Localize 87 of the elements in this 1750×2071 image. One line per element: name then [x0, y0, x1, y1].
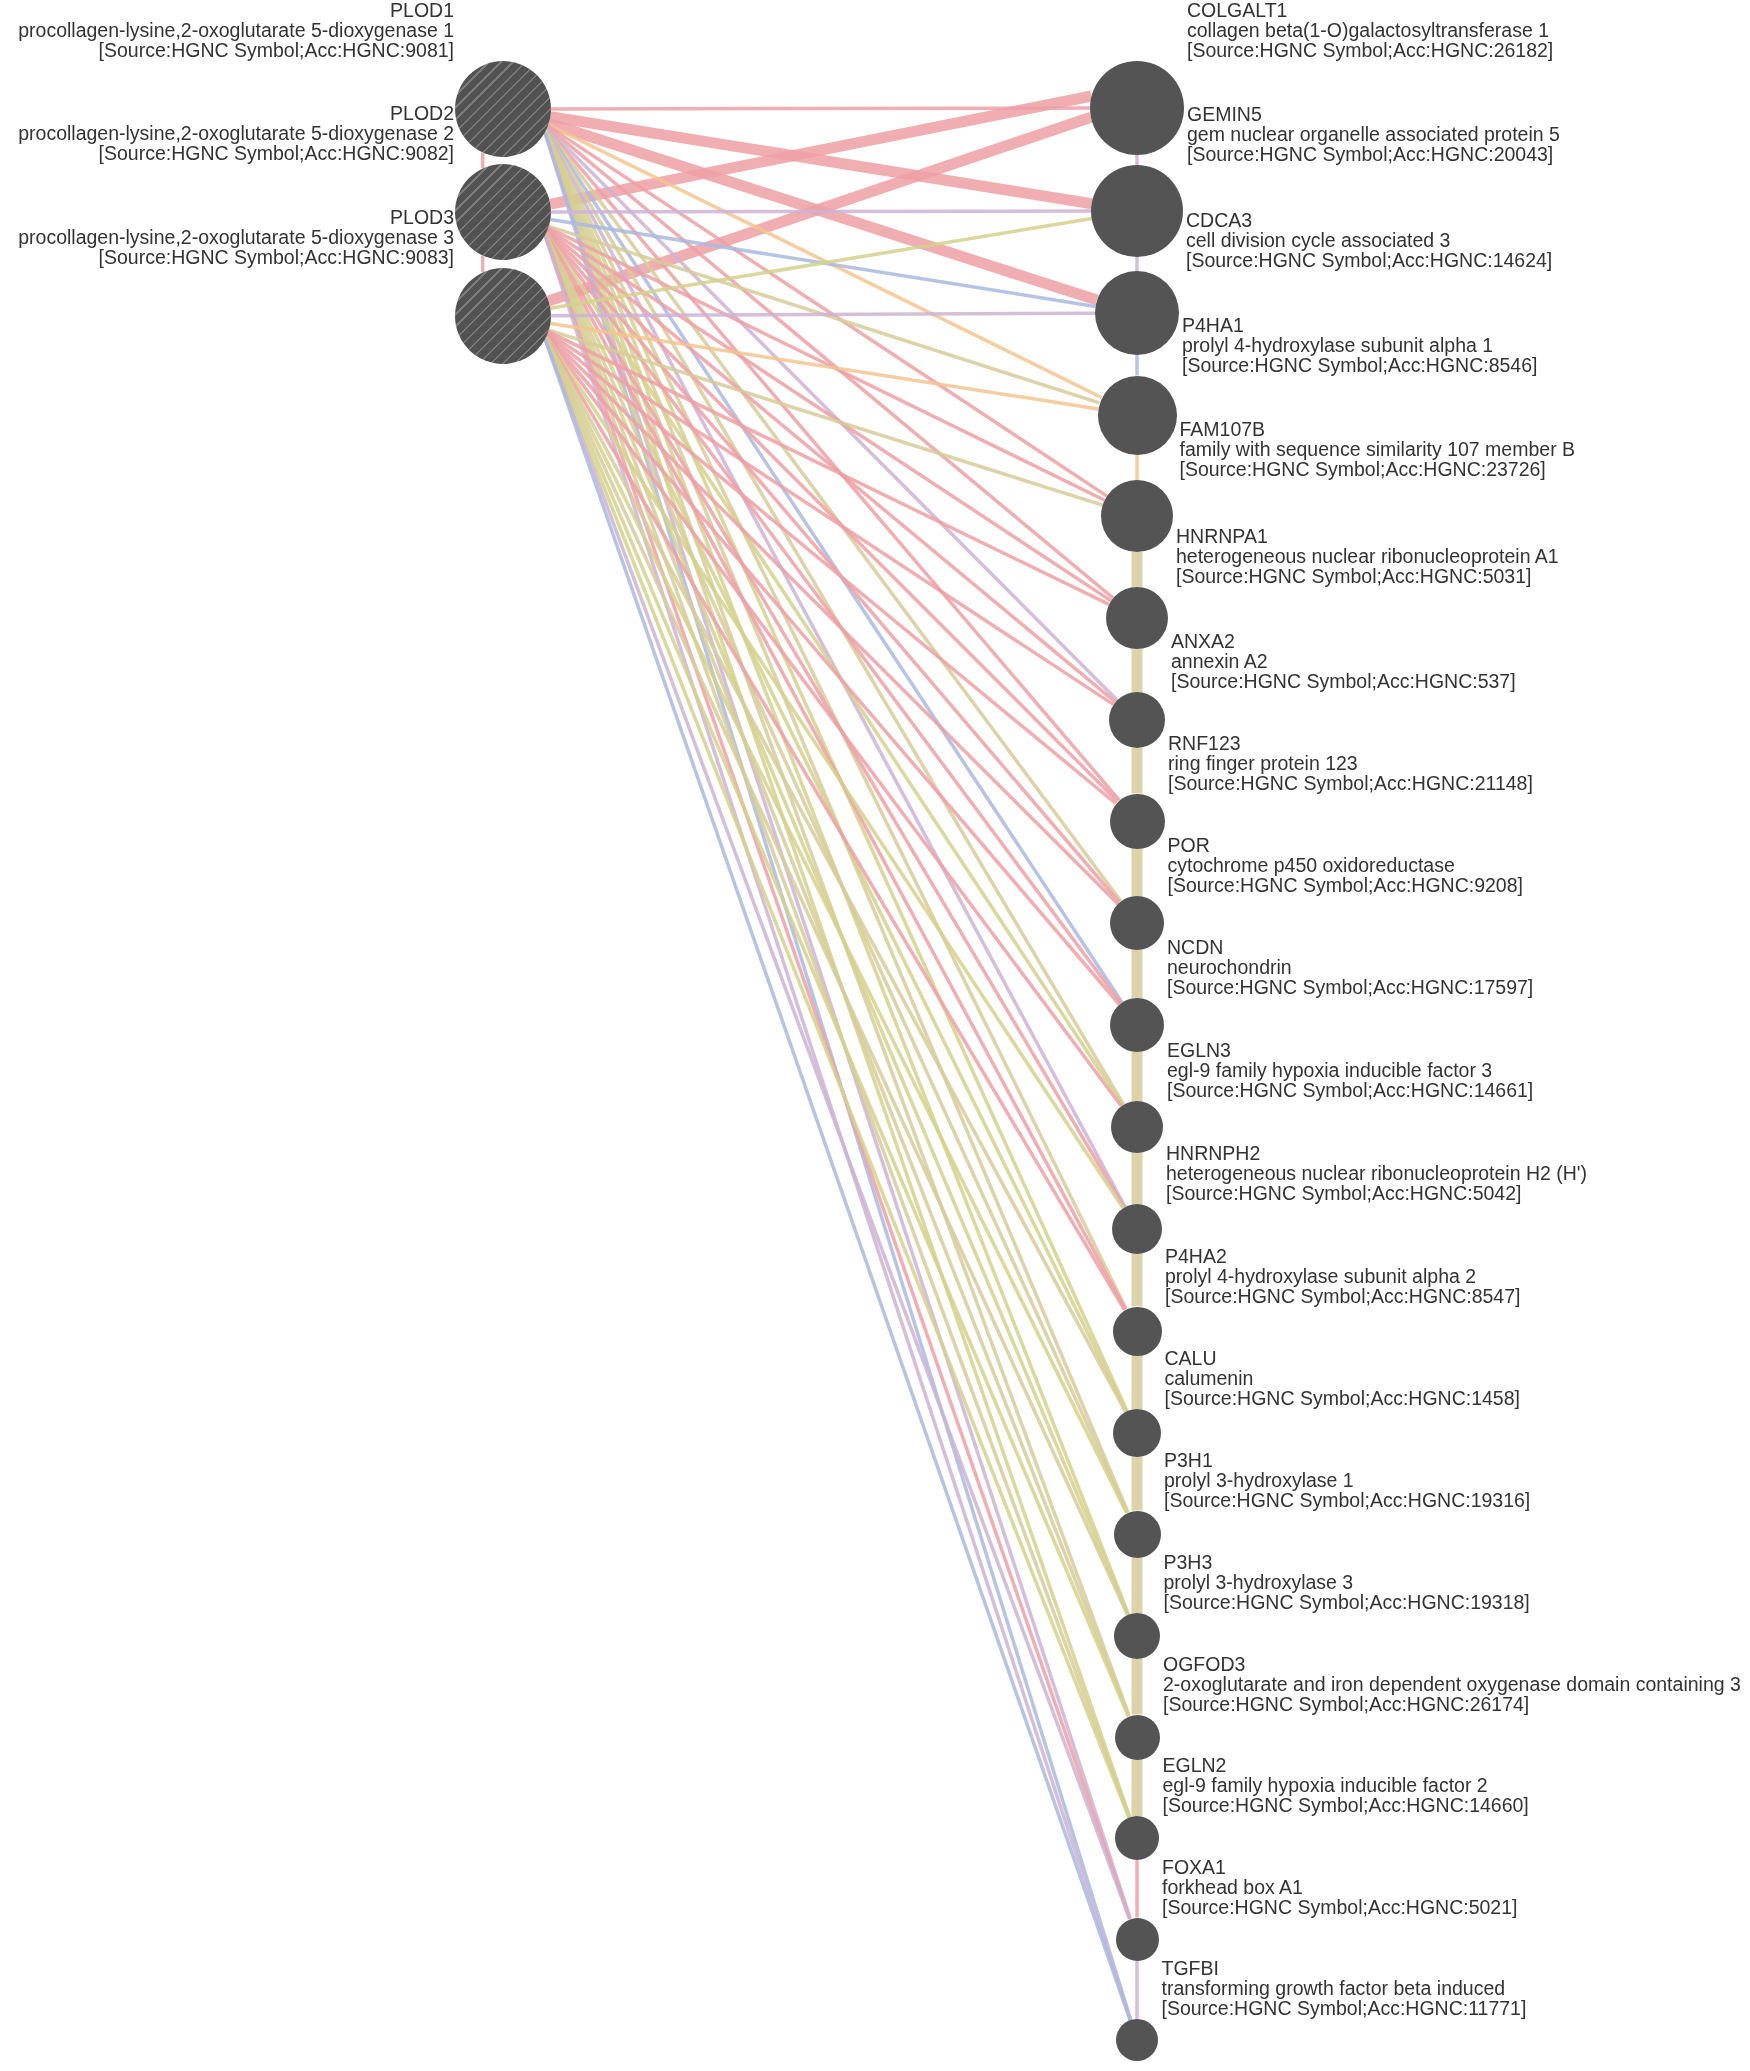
gene-description: neurochondrin [1167, 957, 1292, 977]
gene-symbol: EGLN2 [1162, 1755, 1227, 1775]
interaction-line [1131, 748, 1143, 794]
gene-symbol: PLOD3 [390, 207, 454, 227]
interaction-line [1131, 649, 1143, 692]
gene-source: [Source:HGNC Symbol;Acc:HGNC:19318] [1163, 1592, 1530, 1612]
interaction-line [1131, 848, 1143, 896]
gene-symbol: P4HA2 [1165, 1245, 1227, 1266]
gene-source: [Source:HGNC Symbol;Acc:HGNC:9082] [98, 143, 454, 163]
interaction-line [545, 126, 1119, 702]
gene-symbol: ANXA2 [1171, 631, 1235, 651]
gene-symbol: PLOD1 [390, 0, 454, 20]
gene-description: prolyl 4-hydroxylase subunit alpha 1 [1182, 334, 1494, 355]
interaction-line [547, 226, 1106, 502]
interaction-line [1131, 552, 1143, 587]
interaction-line [546, 228, 1117, 704]
interaction-line [551, 106, 1090, 111]
gene-source: [Source:HGNC Symbol;Acc:HGNC:9081] [98, 40, 454, 60]
interaction-line [549, 90, 1093, 210]
interaction-line [546, 331, 1115, 707]
gene-symbol: PLOD2 [390, 103, 454, 123]
gene-symbol: FAM107B [1179, 419, 1266, 439]
gene-source: [Source:HGNC Symbol;Acc:HGNC:5042] [1166, 1183, 1522, 1203]
interaction-line [1131, 1557, 1143, 1613]
gene-source: [Source:HGNC Symbol;Acc:HGNC:26182] [1187, 40, 1554, 60]
gene-symbol: CDCA3 [1186, 210, 1253, 230]
gene-source: [Source:HGNC Symbol;Acc:HGNC:11771] [1161, 1998, 1527, 2018]
gene-description: prolyl 3-hydroxylase 1 [1164, 1469, 1354, 1490]
gene-symbol: RNF123 [1168, 732, 1241, 753]
gene-symbol: HNRNPA1 [1176, 526, 1268, 546]
interaction-line [1135, 155, 1139, 165]
interaction-line [1131, 1052, 1143, 1101]
gene-source: [Source:HGNC Symbol;Acc:HGNC:5021] [1162, 1896, 1518, 1917]
gene-description: cell division cycle associated 3 [1186, 230, 1451, 250]
gene-symbol: GEMIN5 [1187, 104, 1262, 124]
gene-description: forkhead box A1 [1162, 1876, 1303, 1897]
gene-source: [Source:HGNC Symbol;Acc:HGNC:14661] [1167, 1080, 1534, 1100]
gene-symbol: P3H3 [1163, 1552, 1213, 1572]
gene-source: [Source:HGNC Symbol;Acc:HGNC:9083] [98, 247, 454, 267]
interaction-line [1135, 454, 1139, 480]
interaction-line [547, 330, 1110, 606]
gene-symbol: CALU [1164, 1348, 1217, 1368]
gene-description: ring finger protein 123 [1168, 752, 1358, 773]
interaction-line [1131, 1457, 1143, 1511]
interaction-line [1131, 1759, 1143, 1816]
gene-description: 2-oxoglutarate and iron dependent oxygenase domain containing 3 [1163, 1673, 1741, 1694]
gene-source: [Source:HGNC Symbol;Acc:HGNC:5031] [1176, 566, 1532, 586]
gene-description: annexin A2 [1171, 651, 1268, 671]
gene-description: calumenin [1164, 1368, 1254, 1388]
gene-symbol: FOXA1 [1162, 1856, 1226, 1877]
interaction-line [551, 311, 1095, 318]
gene-symbol: P4HA1 [1182, 314, 1244, 335]
interaction-line [546, 124, 1108, 498]
gene-source: [Source:HGNC Symbol;Acc:HGNC:23726] [1179, 459, 1546, 479]
interaction-line [546, 227, 1113, 603]
gene-source: [Source:HGNC Symbol;Acc:HGNC:9208] [1167, 875, 1523, 895]
interaction-line [548, 328, 1104, 507]
interaction-line [1131, 1153, 1143, 1204]
gene-source: [Source:HGNC Symbol;Acc:HGNC:17597] [1167, 977, 1534, 997]
gene-symbol: COLGALT1 [1187, 0, 1288, 20]
gene-symbol: NCDN [1167, 937, 1224, 957]
interaction-line [1131, 950, 1143, 998]
gene-symbol: HNRNPH2 [1166, 1143, 1261, 1163]
gene-symbol: OGFOD3 [1163, 1653, 1246, 1674]
interaction-line [549, 111, 1093, 210]
interaction-line [1131, 1355, 1143, 1409]
interaction-line [551, 209, 1091, 214]
interaction-line [1135, 1960, 1139, 2019]
interaction-line [546, 332, 1117, 805]
interaction-line [1131, 1659, 1143, 1715]
interaction-line [550, 321, 1099, 411]
gene-symbol: P3H1 [1164, 1449, 1213, 1470]
gene-source: [Source:HGNC Symbol;Acc:HGNC:14660] [1162, 1795, 1529, 1815]
gene-symbol: POR [1167, 835, 1210, 855]
gene-description: prolyl 4-hydroxylase subunit alpha 2 [1165, 1265, 1477, 1286]
interaction-line [547, 123, 1103, 400]
gene-source: [Source:HGNC Symbol;Acc:HGNC:537] [1171, 671, 1516, 691]
gene-symbol: EGLN3 [1167, 1040, 1231, 1060]
interaction-line [1135, 1860, 1139, 1918]
interaction-line [1135, 257, 1139, 271]
interaction-line [1131, 1254, 1143, 1307]
gene-source: [Source:HGNC Symbol;Acc:HGNC:14624] [1186, 250, 1553, 270]
interaction-line [1135, 355, 1139, 376]
interaction-line [548, 224, 1100, 405]
gene-source: [Source:HGNC Symbol;Acc:HGNC:1458] [1164, 1388, 1520, 1408]
gene-symbol: TGFBI [1161, 1958, 1219, 1978]
gene-source: [Source:HGNC Symbol;Acc:HGNC:20043] [1187, 144, 1554, 164]
